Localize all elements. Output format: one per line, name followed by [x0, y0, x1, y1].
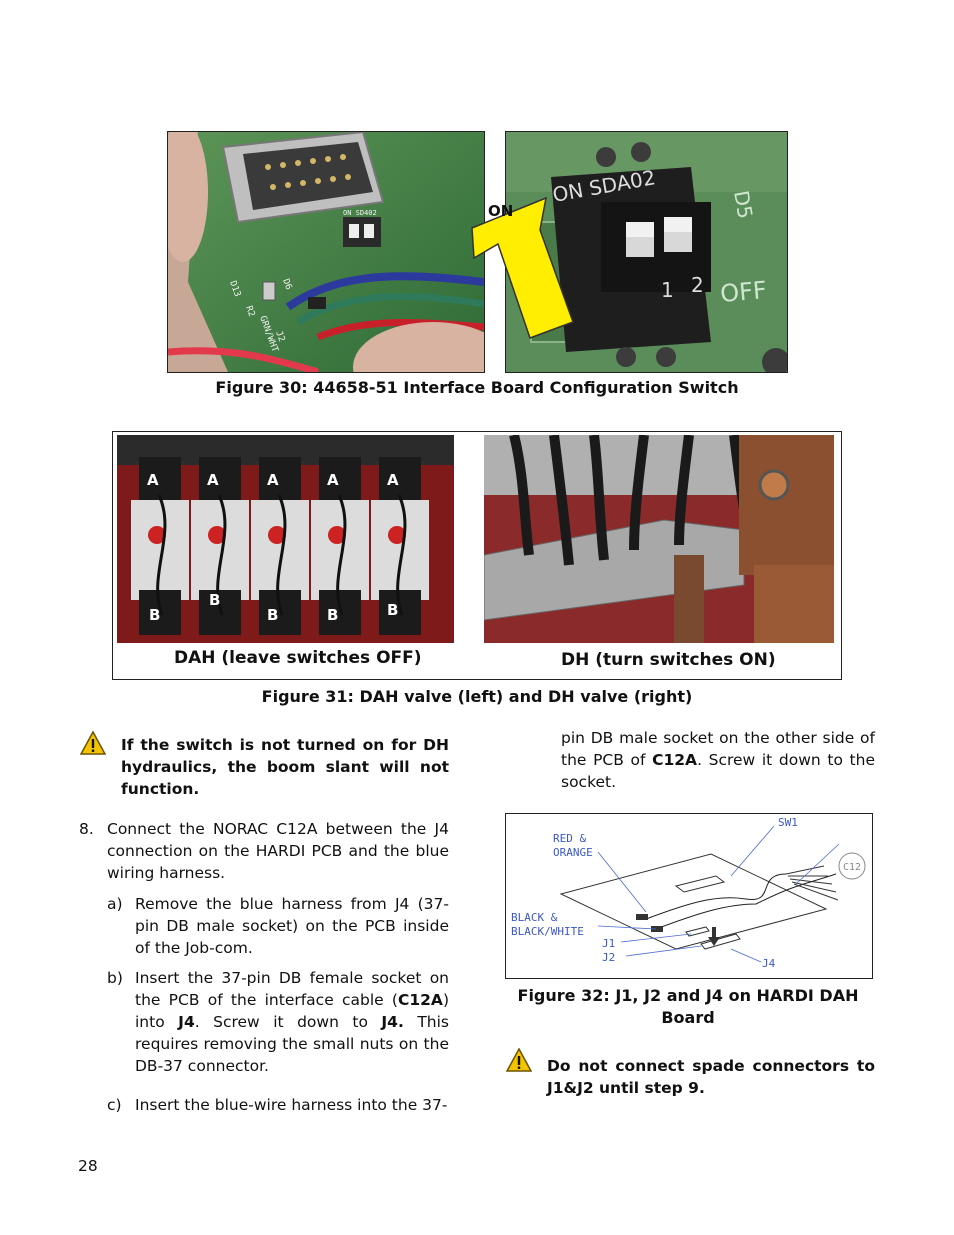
switch-number-1: 1 — [661, 278, 674, 302]
step8-number: 8. — [79, 820, 94, 838]
silk-label-r2: R2 — [243, 305, 256, 319]
valve-label-b5: B — [387, 601, 398, 619]
silk-label-switch: ON SD402 — [343, 209, 377, 217]
diagram-label-red-orange-1: RED & — [553, 832, 586, 845]
figure31-frame — [112, 431, 842, 680]
figure30-caption: Figure 30: 44658-51 Interface Board Conf… — [215, 378, 739, 397]
step8a-text: Remove the blue harness from J4 (37-pin … — [135, 895, 449, 957]
step8a-marker: a) — [107, 895, 123, 913]
diagram-label-sw1: SW1 — [778, 816, 798, 829]
diagram-label-j4: J4 — [762, 957, 776, 970]
step8c-continued-text: pin DB male socket on the other side of … — [561, 729, 875, 791]
figure32-caption: Figure 32: J1, J2 and J4 on HARDI DAH Bo… — [517, 986, 859, 1027]
figure30-left-photo: D13 R2 D6 J2 GRN/WHT ON SD402 — [167, 131, 485, 373]
diagram-label-c12: C12 — [843, 862, 861, 873]
on-arrow-icon — [471, 196, 574, 339]
valve-label-a3: A — [267, 471, 279, 489]
step8-text: Connect the NORAC C12A between the J4 co… — [107, 820, 449, 882]
warning-icon — [80, 731, 106, 755]
dh-valve-image — [484, 435, 834, 643]
step8c-text: Insert the blue-wire harness into the 37… — [135, 1096, 448, 1114]
figure31-right-label: DH (turn switches ON) — [561, 650, 776, 670]
valve-label-b2: B — [209, 591, 220, 609]
valve-label-a1: A — [147, 471, 159, 489]
valve-label-b3: B — [267, 606, 278, 624]
dah-valve-image: A A A A A B B B B B — [117, 435, 454, 643]
diagram-label-black-2: BLACK/WHITE — [511, 925, 584, 938]
silk-label-d6: D6 — [280, 278, 293, 292]
switch-closeup-image: ON SDA02 1 2 D5 OFF — [506, 132, 787, 372]
figure31-right-photo — [484, 435, 834, 643]
step8b-marker: b) — [107, 969, 123, 987]
page-number: 28 — [78, 1157, 98, 1175]
figure30-right-photo: ON SDA02 1 2 D5 OFF — [505, 131, 788, 373]
diagram-label-red-orange-2: ORANGE — [553, 846, 593, 859]
step8c-marker: c) — [107, 1096, 122, 1114]
switch-number-2: 2 — [691, 273, 704, 297]
diagram-label-j1: J1 — [602, 937, 615, 950]
diagram-label-black-1: BLACK & — [511, 911, 558, 924]
figure31-left-photo: A A A A A B B B B B — [117, 435, 454, 643]
pcb-closeup-image: D13 R2 D6 J2 GRN/WHT ON SD402 — [168, 132, 484, 372]
figure32-diagram: RED & ORANGE BLACK & BLACK/WHITE J1 J2 J… — [505, 813, 873, 979]
board-label-off: OFF — [719, 276, 768, 308]
step8b-text: Insert the 37-pin DB female socket on th… — [135, 969, 450, 1075]
figure31-left-label: DAH (leave switches OFF) — [174, 648, 422, 668]
silk-label-j2: J2 — [273, 330, 286, 344]
warning-icon — [506, 1048, 532, 1072]
diagram-label-j2: J2 — [602, 951, 615, 964]
valve-label-a5: A — [387, 471, 399, 489]
valve-label-b4: B — [327, 606, 338, 624]
valve-label-b1: B — [149, 606, 160, 624]
warning-text-spade-connectors: Do not connect spade connectors to J1&J2… — [547, 1057, 875, 1097]
wiring-diagram: RED & ORANGE BLACK & BLACK/WHITE J1 J2 J… — [511, 816, 866, 970]
warning-text-switch: If the switch is not turned on for DH hy… — [121, 736, 449, 798]
board-label-d5: D5 — [729, 189, 758, 221]
on-arrow-label: ON — [488, 202, 514, 220]
valve-label-a2: A — [207, 471, 219, 489]
valve-label-a4: A — [327, 471, 339, 489]
figure31-caption: Figure 31: DAH valve (left) and DH valve… — [261, 687, 693, 706]
